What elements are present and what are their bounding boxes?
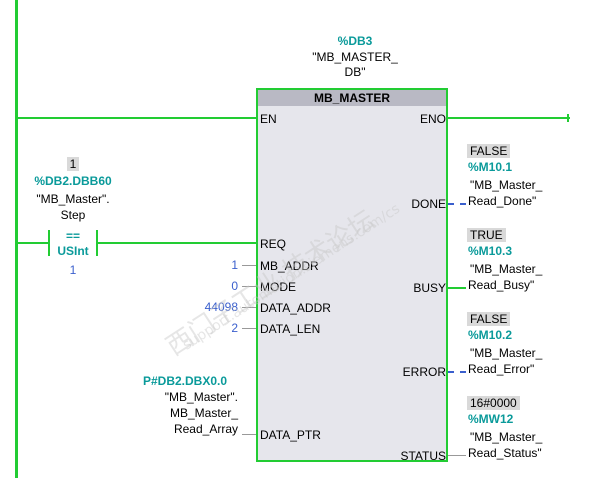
data-ptr-line2: MB_Master_ [169, 406, 238, 420]
busy-monitor: TRUE [467, 228, 506, 242]
compare-contact-left-bar [48, 230, 50, 256]
data-len-value[interactable]: 2 [231, 321, 238, 335]
instance-db-name-line1: "MB_MASTER_ [312, 50, 398, 64]
pin-status: STATUS [400, 449, 446, 463]
data-ptr-line1: "MB_Master". [164, 390, 238, 404]
data-addr-wire [242, 307, 256, 308]
mb-addr-value[interactable]: 1 [231, 258, 238, 272]
pin-data-addr: DATA_ADDR [260, 301, 331, 315]
done-address[interactable]: %M10.1 [468, 160, 513, 174]
data-ptr-line3: Read_Array [173, 422, 238, 436]
data-len-wire [242, 328, 256, 329]
busy-tag-line2: Read_Busy" [468, 278, 535, 292]
en-wire [18, 117, 256, 119]
done-tag-line2: Read_Done" [468, 194, 537, 208]
error-monitor: FALSE [467, 312, 511, 326]
busy-tag-line1: "MB_Master_ [470, 262, 543, 276]
status-tag-line2: Read_Status" [468, 446, 542, 460]
busy-monitor-text: TRUE [467, 228, 506, 242]
compare-tag-line2: Step [60, 208, 86, 222]
mode-wire [242, 286, 256, 287]
power-rail [15, 0, 18, 478]
status-address[interactable]: %MW12 [468, 412, 514, 426]
req-wire-left [18, 242, 48, 244]
eno-wire-end [567, 114, 569, 122]
error-wire [448, 371, 466, 373]
compare-operand-address[interactable]: %DB2.DBB60 [34, 174, 112, 188]
instance-db-name-line2: DB" [344, 65, 366, 79]
busy-address[interactable]: %M10.3 [468, 244, 513, 258]
done-tag-line1: "MB_Master_ [470, 178, 543, 192]
busy-wire [448, 287, 466, 289]
pin-busy: BUSY [413, 281, 446, 295]
data-addr-value[interactable]: 44098 [204, 300, 238, 314]
data-ptr-wire [242, 434, 256, 435]
compare-type: USInt [57, 244, 89, 258]
block-title: MB_MASTER [258, 90, 446, 106]
pin-mode: MODE [260, 280, 296, 294]
error-address[interactable]: %M10.2 [468, 328, 513, 342]
error-tag-line1: "MB_Master_ [470, 346, 543, 360]
req-wire-right [98, 242, 256, 244]
status-monitor-text: 16#0000 [467, 396, 520, 410]
done-monitor: FALSE [467, 144, 511, 158]
pin-error: ERROR [402, 365, 446, 379]
error-tag-line2: Read_Error" [468, 362, 535, 376]
pin-eno: ENO [419, 112, 446, 126]
error-monitor-text: FALSE [467, 312, 511, 326]
data-ptr-pointer[interactable]: P#DB2.DBX0.0 [142, 374, 228, 388]
compare-monitor-value-text: 1 [66, 157, 80, 171]
compare-contact-right-bar [96, 230, 98, 256]
status-wire [448, 455, 466, 456]
done-monitor-text: FALSE [467, 144, 511, 158]
instance-db-address[interactable]: %DB3 [337, 34, 373, 48]
compare-operator: == [65, 229, 80, 243]
status-monitor: 16#0000 [467, 396, 520, 410]
pin-done: DONE [411, 197, 446, 211]
status-tag-line1: "MB_Master_ [470, 430, 543, 444]
eno-wire [448, 117, 570, 119]
pin-data-len: DATA_LEN [260, 322, 321, 336]
pin-data-ptr: DATA_PTR [260, 428, 321, 442]
mode-value[interactable]: 0 [231, 279, 238, 293]
done-wire [448, 203, 466, 205]
compare-tag-line1: "MB_Master". [36, 192, 110, 206]
mb-addr-wire [242, 265, 256, 266]
pin-en: EN [260, 112, 277, 126]
compare-value[interactable]: 1 [69, 263, 77, 277]
compare-monitor-value: 1 [52, 157, 94, 171]
mb-master-block[interactable]: MB_MASTER [256, 88, 448, 462]
pin-mb-addr: MB_ADDR [260, 259, 319, 273]
pin-req: REQ [260, 237, 287, 251]
